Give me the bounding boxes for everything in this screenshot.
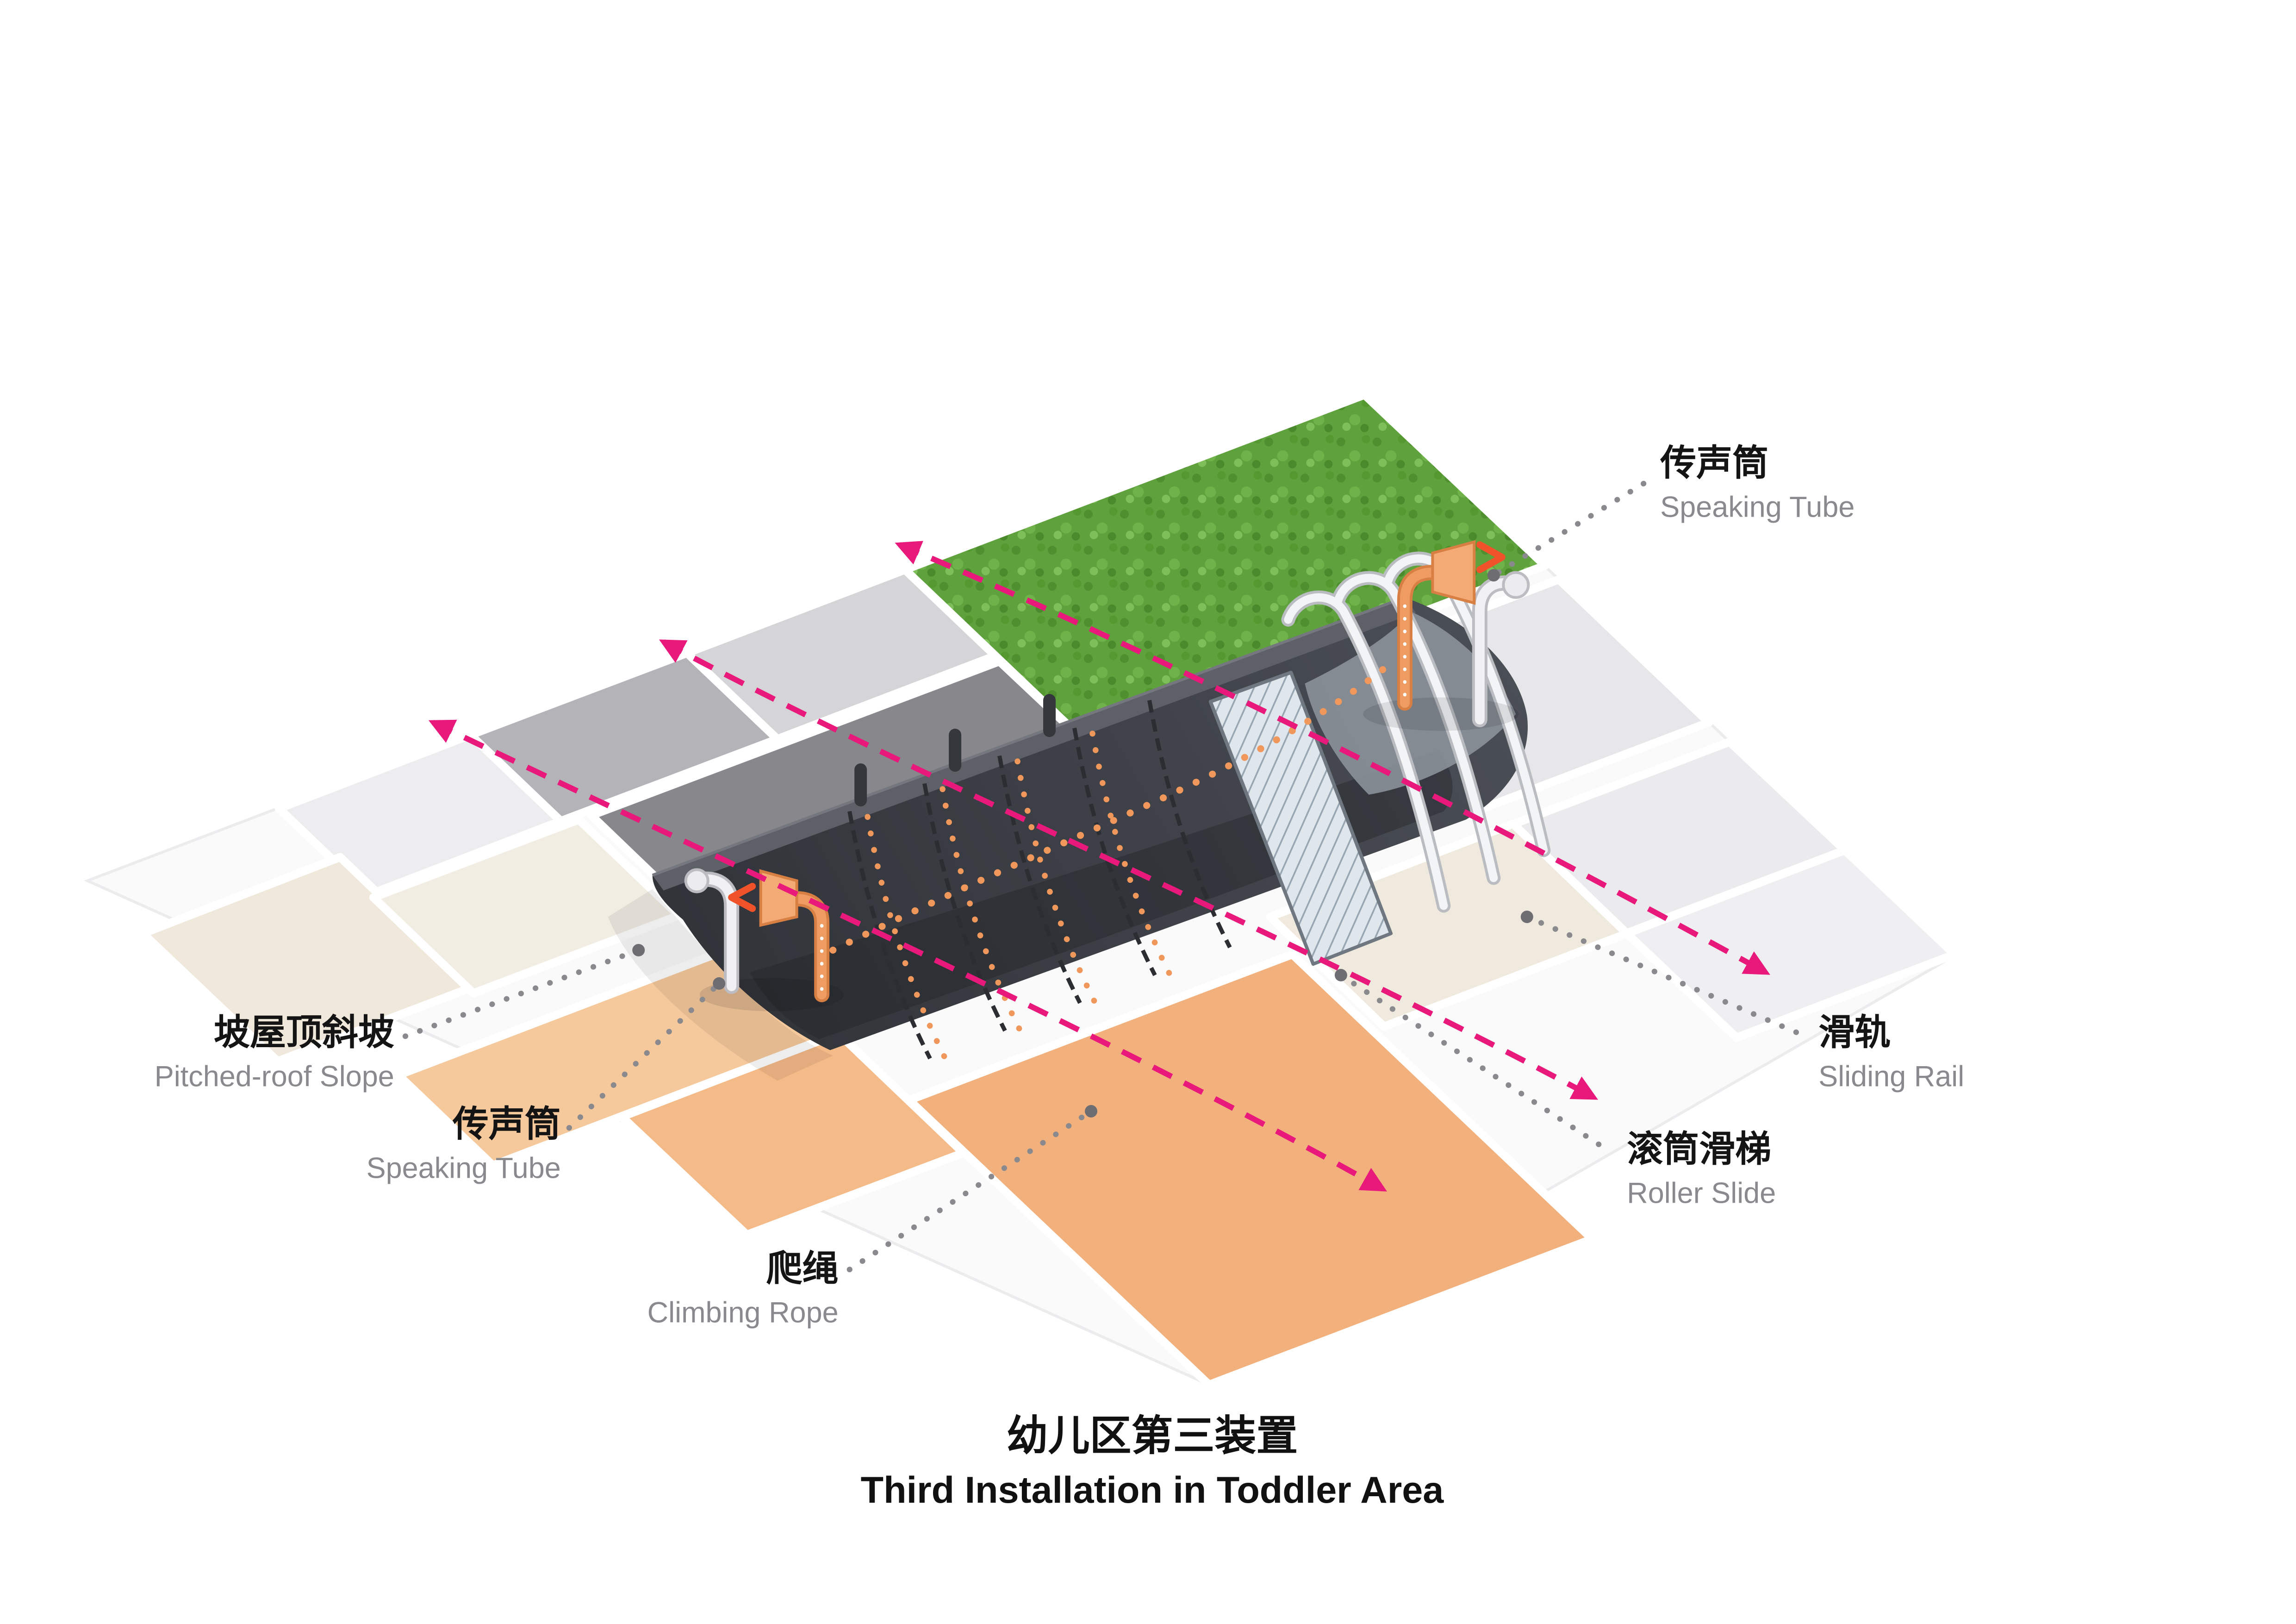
- leader-anchor-dot: [1520, 910, 1533, 923]
- leader-anchor-dot: [1487, 569, 1500, 582]
- label-pitched-roof-slope-en: Pitched-roof Slope: [155, 1060, 394, 1093]
- leader-anchor-dot: [1334, 968, 1347, 981]
- label-roller-slide-zh: 滚筒滑梯: [1627, 1128, 1771, 1169]
- leader-speaking-tube-top: [1491, 481, 1647, 578]
- label-speaking-tube-top-en: Speaking Tube: [1660, 491, 1854, 524]
- leader-anchor-dot: [713, 977, 726, 990]
- leader-lines: [402, 481, 1802, 1273]
- speaking-horn-cone: [759, 869, 798, 927]
- speaking-tube-mouthpiece: [1502, 571, 1530, 599]
- diagram-title: 幼儿区第三装置 Third Installation in Toddler Ar…: [861, 1413, 1444, 1511]
- title-en: Third Installation in Toddler Area: [861, 1469, 1444, 1511]
- label-roller-slide-en: Roller Slide: [1627, 1177, 1776, 1209]
- leader-sliding-rail: [1524, 914, 1802, 1037]
- tube-shadow: [1363, 697, 1519, 731]
- label-speaking-tube-top-zh: 传声筒: [1660, 443, 1768, 483]
- leader-climbing-rope: [846, 1108, 1094, 1273]
- label-speaking-tube-left-zh: 传声筒: [452, 1103, 561, 1144]
- ground-tile: [1623, 846, 1959, 1042]
- leader-pitched-roof-slope: [402, 947, 641, 1039]
- label-climbing-rope-en: Climbing Rope: [647, 1296, 839, 1329]
- flow-arrow: [428, 719, 1388, 1192]
- label-pitched-roof-slope-zh: 坡屋顶斜坡: [214, 1012, 394, 1052]
- callout-labels: 传声筒 Speaking Tube 坡屋顶斜坡 Pitched-roof Slo…: [155, 443, 1964, 1329]
- speaking-horn-cone: [1431, 540, 1476, 605]
- title-zh: 幼儿区第三装置: [1007, 1413, 1298, 1459]
- label-climbing-rope-zh: 爬绳: [766, 1248, 839, 1288]
- speaking-tube-mouthpiece: [684, 868, 709, 893]
- flow-arrows: [428, 541, 1770, 1192]
- label-speaking-tube-left-en: Speaking Tube: [367, 1152, 561, 1184]
- leader-anchor-dot: [1085, 1105, 1098, 1118]
- label-sliding-rail-zh: 滑轨: [1818, 1012, 1891, 1052]
- leader-anchor-dot: [632, 943, 645, 956]
- label-sliding-rail-en: Sliding Rail: [1818, 1060, 1964, 1093]
